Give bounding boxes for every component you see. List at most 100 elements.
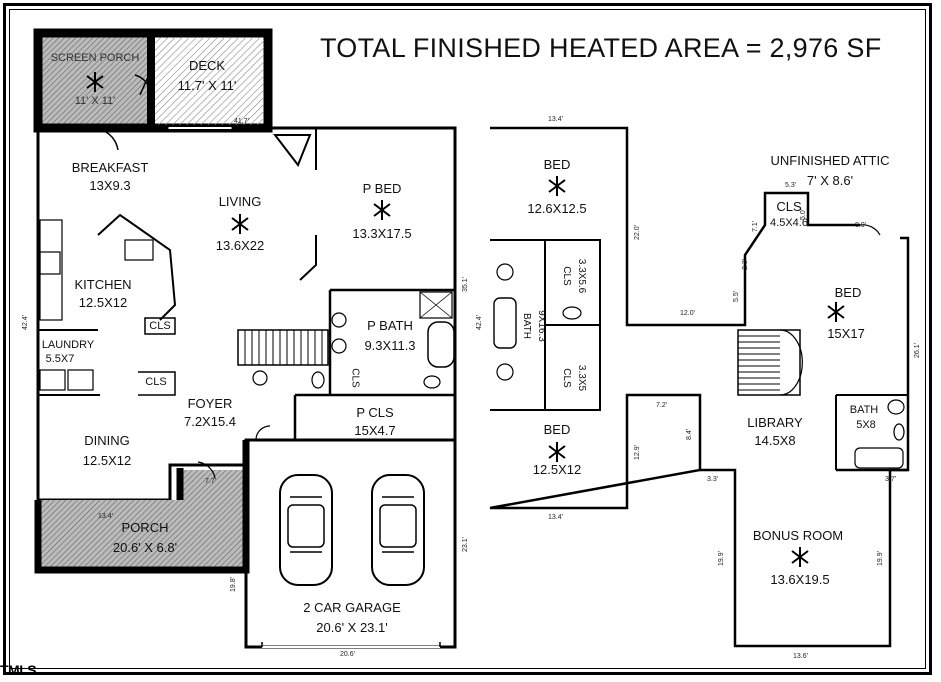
bath-cls-label: CLS [349,368,361,388]
garage-door-jambs [261,642,441,647]
second-floor-walls [489,126,910,510]
fan-icon-p-bed [373,200,391,220]
deck-size: 11.7' X 11' [177,78,237,93]
porch-floor [38,500,246,570]
dryer [67,369,94,391]
bath-small-size: 5X8 [856,419,876,431]
dining-name: DINING [84,433,130,448]
dim-42-4-b: 42.4' [476,315,483,330]
dim-2-3: 2.3' [742,258,749,270]
attic-size: 7' X 8.6' [806,173,854,188]
foyer-name: FOYER [187,396,233,411]
first-floor [33,28,457,649]
bonus-room-walls [700,468,908,648]
p-bath-size: 9.3X11.3 [364,338,416,353]
small-bath-sink [887,399,905,415]
total-area-title: TOTAL FINISHED HEATED AREA = 2,976 SF [320,33,882,63]
dim-20-6: 20.6' [340,651,355,658]
small-bath-tub [854,447,904,469]
kitchen-name: KITCHEN [74,277,132,292]
cls-bottom-size: 3.3X5 [576,364,587,392]
sink-1 [331,312,347,328]
cls-top-name: CLS [561,266,572,286]
fireplace [272,134,312,168]
bath-toilet [423,375,441,389]
bed-top-name: BED [543,157,571,172]
kitchen-counter [39,219,63,321]
second-floor [489,126,910,648]
garage-size: 20.6' X 23.1' [316,620,388,635]
dim-41-7: 41.7' [234,118,249,125]
dim-12-0: 12.0' [680,310,695,317]
bed-right-size: 15X17 [827,326,865,341]
living-name: LIVING [218,194,262,209]
screen-porch-size: 11' X 11' [74,95,116,107]
bath-toilet-2 [562,306,582,320]
bed-right-name: BED [834,285,862,300]
powder-sink [252,370,268,386]
dim-35-1: 35.1' [462,277,469,292]
bed-top-size: 12.6X12.5 [527,201,587,216]
dim-13-4-porch: 13.4' [98,513,113,520]
porch-step [180,470,245,502]
dim-42-4: 42.4' [22,315,29,330]
fan-icon-bed-bottom [548,442,566,462]
garage-name: 2 CAR GARAGE [303,600,401,615]
first-floor-stairs [237,329,329,366]
screen-porch-name: SCREEN PORCH [50,52,140,64]
dim-3-3: 3.3' [707,476,719,483]
dim-3-7: 3.7' [885,476,897,483]
attic-door [859,224,881,236]
dim-22-0: 22.0' [634,225,641,240]
foyer-cls [138,371,176,396]
closet-walls [545,239,601,411]
dim-7-2: 7.2' [656,402,668,409]
dim-13-4-bottom: 13.4' [548,514,563,521]
range [39,251,61,275]
bath-sink-2 [496,363,514,381]
dim-7-1: 7.1' [752,220,759,232]
bath-sink-1 [496,263,514,281]
kitchen-island [97,213,177,321]
shower [419,291,453,319]
attic-name: UNFINISHED ATTIC [770,153,890,168]
powder-toilet [311,371,325,389]
tub [427,321,455,368]
dim-19-8: 19.8' [230,577,237,592]
library-name: LIBRARY [747,415,803,430]
bedroom-wall [299,128,317,281]
dim-13-4-top: 13.4' [548,116,563,123]
bath-name: BATH [521,313,532,339]
fan-icon-bed-top [548,176,566,196]
dim-5-0: 5.0' [800,208,807,220]
fan-icon-bonus [791,547,809,567]
porch-name: PORCH [121,520,169,535]
laundry-size: 5.5X7 [45,353,75,365]
living-size: 13.6X22 [215,238,265,253]
dim-26-1: 26.1' [914,343,921,358]
dim-23-1: 23.1' [462,537,469,552]
foyer-size: 7.2X15.4 [183,414,237,429]
dim-19-9-r: 19.9' [877,551,884,566]
dim-7-7: 7.7' [205,478,217,485]
cls-top-size: 3.3X5.6 [576,258,587,294]
car-right [371,474,425,586]
slider-door-frame [167,125,233,132]
washer [39,369,66,391]
small-bath-toilet [893,423,905,441]
fan-icon-bed-right [827,302,845,322]
bath-size: 9X16.3 [536,310,547,342]
p-bed-size: 13.3X17.5 [352,226,412,241]
mls-watermark: TMLS [0,662,37,678]
fan-icon-living [231,214,249,234]
bath-walls [250,288,455,442]
kitchen-size: 12.5X12 [78,295,128,310]
fan-icon-screen-porch [86,72,104,92]
dim-19-9-l: 19.9' [718,551,725,566]
garage-entry-door [255,425,271,441]
second-floor-stairs [737,329,803,396]
attic-cls-size: 4.5X4.6 [770,217,808,229]
p-cls-name: P CLS [356,405,394,420]
